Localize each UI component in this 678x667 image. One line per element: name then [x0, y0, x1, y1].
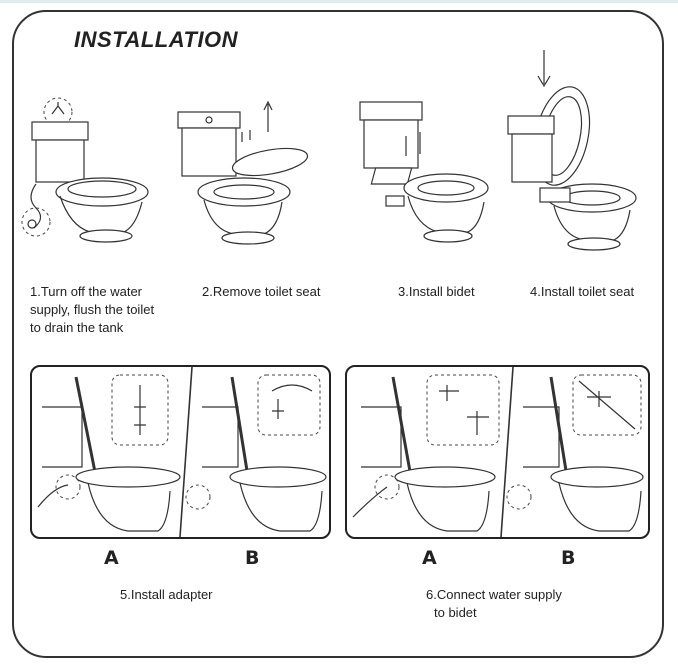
top-accent-line — [0, 0, 678, 3]
page-title: INSTALLATION — [74, 27, 239, 52]
step2-caption: 2.Remove toilet seat — [202, 284, 321, 299]
step6-caption-line: to bidet — [434, 605, 477, 620]
step6-caption: 6.Connect water supply to bidet — [426, 586, 562, 622]
step4-toilet-illustration — [500, 48, 650, 251]
step3-caption: 3.Install bidet — [398, 284, 475, 299]
panel6-letter-a: A — [422, 547, 437, 569]
step1-caption-line: supply, flush the toilet — [30, 302, 155, 317]
step1-caption-line: to drain the tank — [30, 320, 124, 335]
panel5-letter-a: A — [104, 547, 119, 569]
instruction-frame — [12, 10, 664, 658]
step2-toilet-illustration — [170, 92, 320, 245]
panel6-letter-b: B — [561, 547, 576, 569]
step5-caption: 5.Install adapter — [120, 587, 213, 602]
step3-toilet-illustration — [350, 92, 500, 243]
water-supply-panel — [345, 365, 650, 539]
step1-toilet-illustration — [20, 92, 170, 243]
step1-caption: 1.Turn off the water supply, flush the t… — [30, 283, 154, 337]
step6-caption-line: 6.Connect water supply — [426, 587, 562, 602]
panel5-letter-b: B — [245, 547, 260, 569]
step1-caption-line: 1.Turn off the water — [30, 284, 143, 299]
adapter-panel — [30, 365, 331, 539]
step4-caption: 4.Install toilet seat — [530, 284, 635, 299]
